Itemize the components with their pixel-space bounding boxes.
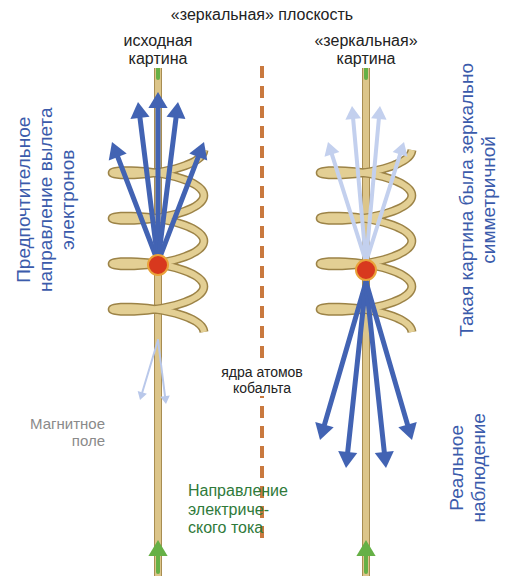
current-arrow-head — [356, 540, 375, 556]
electron-arrow — [158, 157, 198, 262]
electron-arrow-head — [189, 142, 207, 160]
mirrored-electron-arrow-head — [393, 142, 408, 157]
current-arrow — [156, 556, 160, 572]
current-label: Направление электриче- ского тока — [188, 482, 300, 537]
observed-electron-arrow-head — [398, 422, 416, 440]
electron-arrow-head — [148, 92, 167, 108]
mirrored-electron-arrow-head — [345, 106, 361, 120]
current-arrow — [364, 556, 368, 572]
cobalt-nucleus — [148, 255, 168, 275]
mirrored-electron-arrow-head — [324, 142, 339, 157]
mirrored-electron-arrow — [353, 119, 366, 262]
electron-arrow-head — [166, 102, 185, 119]
vertical-note: Предпочтительное направление вылета элек… — [13, 60, 79, 340]
observed-electron-arrow — [366, 282, 408, 425]
weak-electron-arrow — [142, 340, 158, 392]
weak-electron-arrow-head — [160, 395, 170, 404]
mirrored-electron-arrow — [366, 154, 400, 262]
vertical-note: Такая картина была зеркально симметрично… — [456, 60, 500, 340]
plane-title: «зеркальная» плоскость — [112, 6, 412, 24]
mirrored-electron-arrow-head — [371, 106, 387, 120]
electron-arrow-head — [109, 142, 127, 160]
mirror-plane — [260, 66, 264, 540]
nuclei-label: ядра атомов кобальта — [214, 364, 310, 396]
electron-arrow-head — [130, 102, 149, 119]
observed-electron-arrow-head — [375, 451, 394, 468]
weak-electron-arrow — [158, 340, 165, 396]
picture-heading: «зеркальная» картина — [301, 32, 431, 69]
cobalt-nucleus — [356, 260, 376, 280]
observed-electron-arrow-head — [338, 451, 357, 468]
observed-electron-arrow — [348, 282, 366, 452]
observed-electron-arrow-head — [315, 422, 333, 440]
picture-heading: исходная картина — [98, 32, 218, 69]
vertical-note: Реальное наблюдение — [446, 373, 490, 563]
current-arrow-head — [148, 540, 167, 556]
weak-electron-arrow-head — [138, 391, 147, 400]
field-label: Магнитное поле — [15, 415, 105, 450]
electron-arrow — [140, 118, 158, 262]
